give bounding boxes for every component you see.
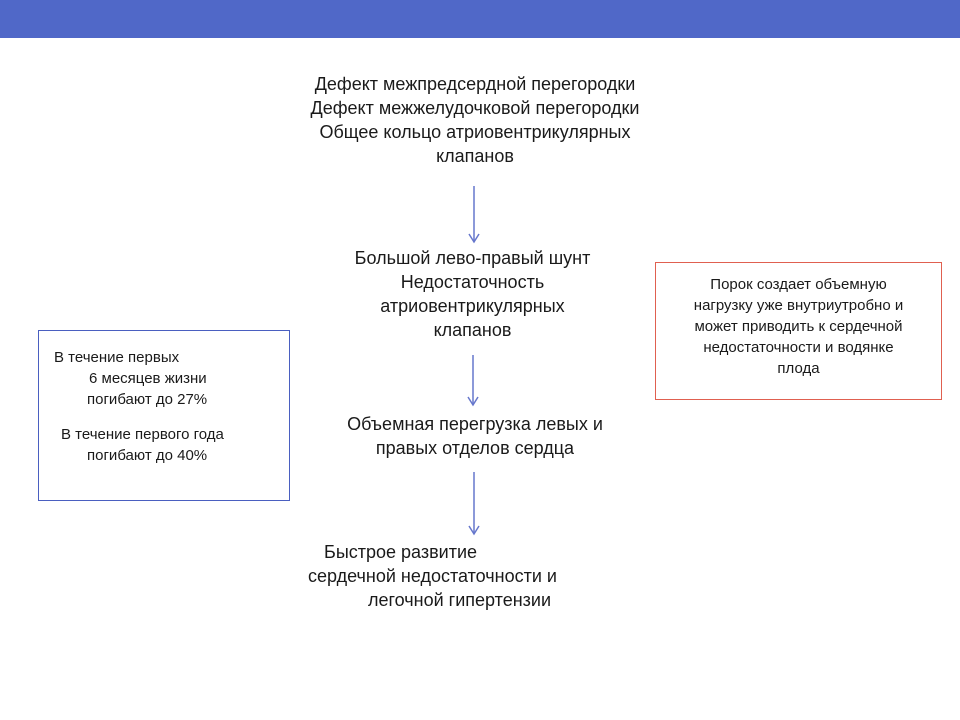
survival-note-box: В течение первых 6 месяцев жизни погибаю… [38,330,290,501]
header-bar [0,0,960,38]
flow-step-shunt: Большой лево-правый шунт Недостаточность… [300,246,645,342]
flow-step-overload: Объемная перегрузка левых и правых отдел… [300,412,650,460]
flow-arrow-1 [468,186,480,244]
prenatal-note-line: недостаточности и водянке [703,339,894,356]
flow-step-heart-failure: Быстрое развитие сердечной недостаточнос… [280,540,660,612]
flow-step-line: легочной гипертензии [368,590,552,610]
flow-step-defects: Дефект межпредсердной перегородки Дефект… [255,72,695,168]
survival-note-line: В течение первого года [61,426,224,443]
flow-arrow-3 [468,472,480,536]
flow-step-line: Объемная перегрузка левых и [347,414,603,434]
flow-step-line: клапанов [433,320,512,340]
flow-step-line: Общее кольцо атриовентрикулярных [319,122,631,142]
prenatal-note-line: плода [777,360,820,377]
flow-step-line: Быстрое развитие [324,542,478,562]
flow-step-line: Большой лево-правый шунт [354,248,591,268]
survival-note-line: 6 месяцев жизни [89,370,207,387]
survival-note-line: В течение первых [54,349,180,366]
survival-note-line: погибают до 27% [87,391,208,408]
prenatal-note-line: может приводить к сердечной [694,318,903,335]
flow-step-line: клапанов [436,146,514,166]
flow-step-line: атриовентрикулярных [380,296,565,316]
prenatal-note-box: Порок создает объемную нагрузку уже внут… [655,262,942,400]
flow-step-line: Недостаточность [400,272,545,292]
flow-arrow-2 [467,355,479,407]
prenatal-note-line: нагрузку уже внутриутробно и [693,297,904,314]
prenatal-note-line: Порок создает объемную [710,276,887,293]
flow-step-line: правых отделов сердца [375,438,575,458]
flow-step-line: сердечной недостаточности и [308,566,557,586]
flow-step-line: Дефект межжелудочковой перегородки [310,98,640,118]
survival-note-line: погибают до 40% [87,447,208,464]
flow-step-line: Дефект межпредсердной перегородки [314,74,636,94]
